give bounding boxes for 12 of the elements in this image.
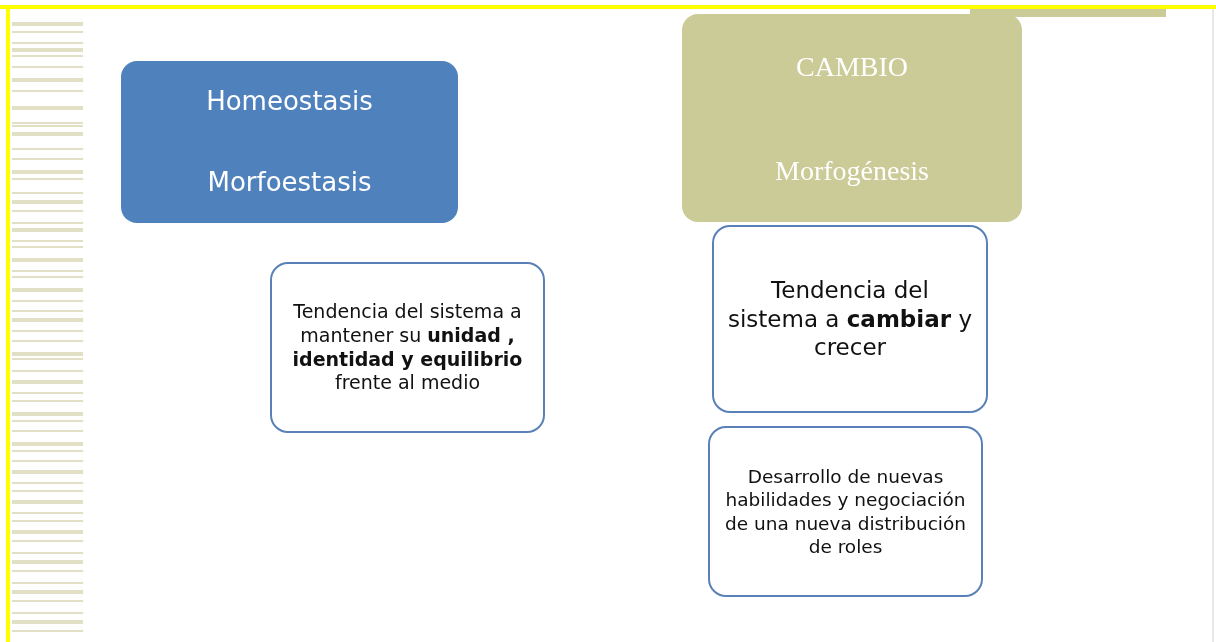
box-heading: CAMBIO: [796, 49, 908, 84]
box-subheading: Morfoestasis: [207, 166, 372, 199]
description-text: Tendencia del sistema a mantener su unidad , identidad y equilibrio frente al medio: [291, 300, 524, 395]
description-text: Desarrollo de nuevas habilidades y negociación de una nueva distribución de roles: [724, 465, 967, 558]
description-box: [270, 262, 545, 433]
description-box: [708, 426, 983, 597]
topic-box: [121, 61, 458, 223]
description-text: Tendencia del sistema a cambiar y crecer: [727, 275, 973, 363]
topic-box: [682, 14, 1022, 222]
box-heading: Homeostasis: [206, 85, 373, 118]
description-box: [712, 225, 988, 413]
box-subheading: Morfogénesis: [775, 153, 929, 188]
